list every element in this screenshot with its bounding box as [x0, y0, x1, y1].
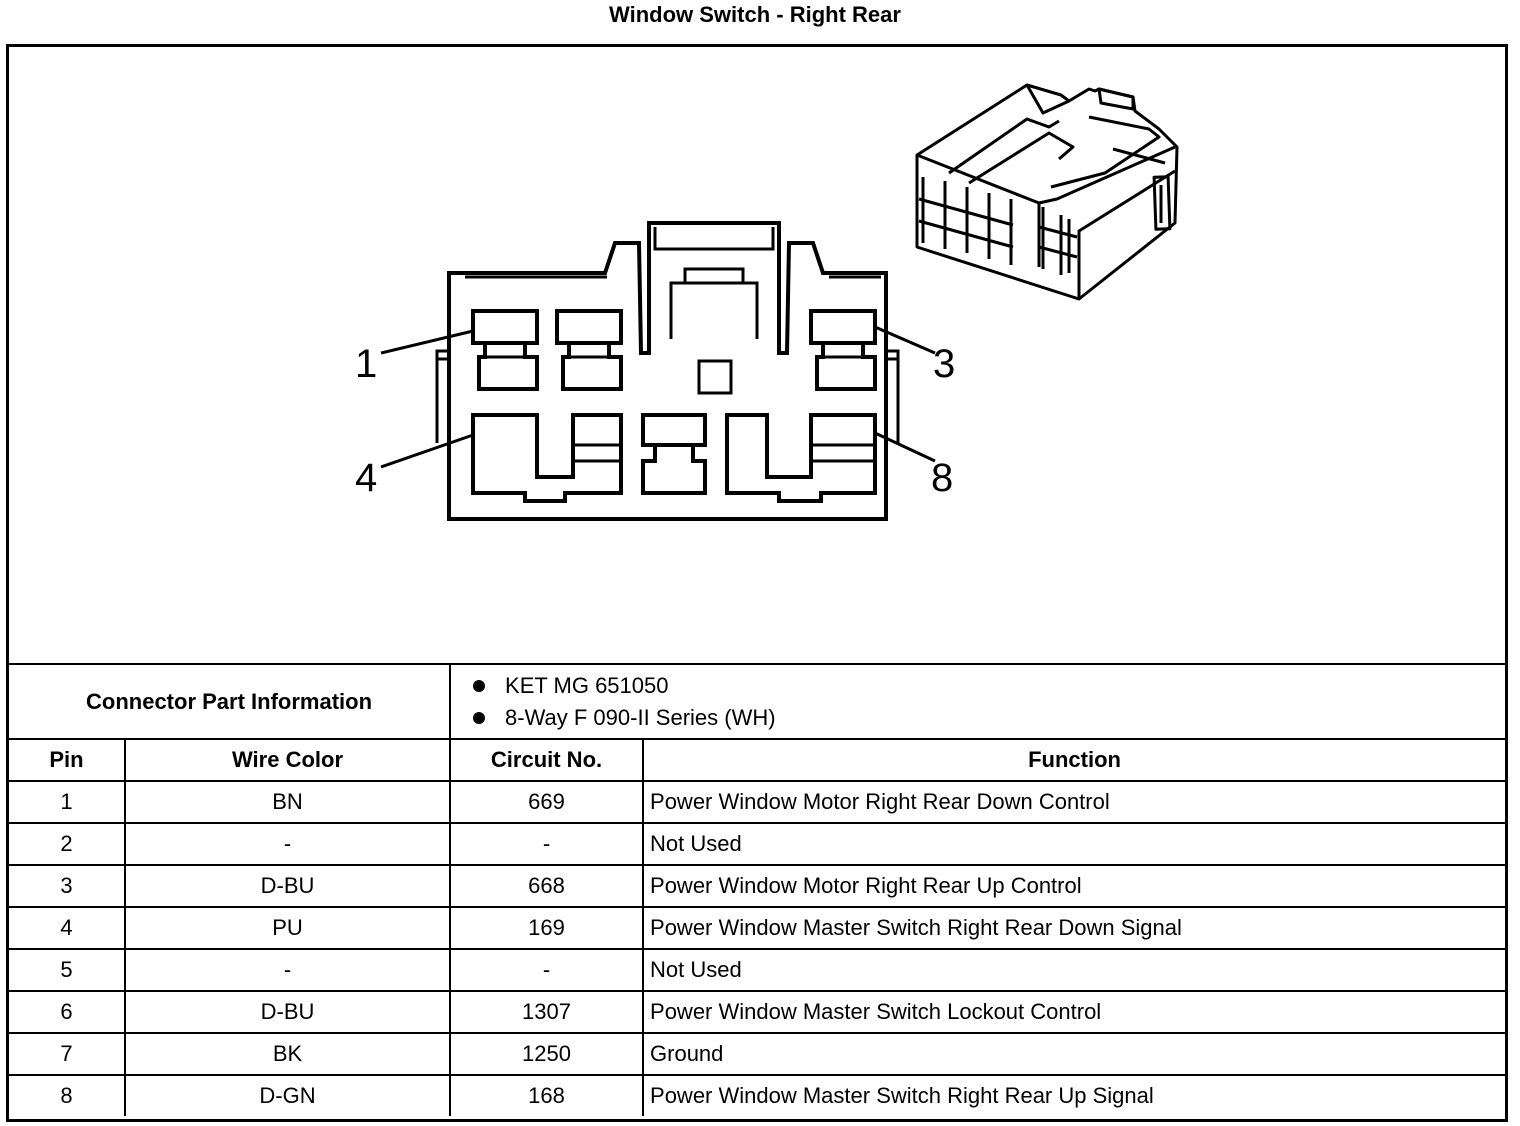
callout-leader-4	[380, 433, 474, 469]
bullet-icon	[473, 679, 486, 692]
connector-housing-outline	[447, 221, 888, 521]
cell-pin: 1	[9, 780, 126, 824]
connector-face-view: 1 3 4 8	[355, 83, 1179, 521]
cell-wire-color: D-BU	[123, 864, 452, 908]
header-function: Function	[642, 738, 1506, 782]
cell-wire-color: -	[123, 822, 452, 866]
cell-pin: 6	[9, 990, 126, 1034]
callout-leader-8	[874, 431, 936, 463]
table-row: 5--Not Used	[9, 948, 1506, 992]
cell-function: Not Used	[642, 822, 1506, 866]
cell-circuit: -	[449, 948, 645, 992]
cell-function: Ground	[642, 1032, 1506, 1076]
terminal-pin-4-5	[471, 413, 623, 503]
terminal-pin-1	[471, 309, 539, 391]
cell-circuit: 669	[449, 780, 645, 824]
cell-circuit: -	[449, 822, 645, 866]
table-row: 2--Not Used	[9, 822, 1506, 866]
connector-isometric-view	[915, 83, 1179, 301]
cell-wire-color: -	[123, 948, 452, 992]
terminal-pin-2	[555, 309, 623, 391]
cell-pin: 5	[9, 948, 126, 992]
cell-wire-color: D-GN	[123, 1074, 452, 1116]
right-latch	[886, 349, 900, 443]
cell-pin: 8	[9, 1074, 126, 1116]
cell-pin: 3	[9, 864, 126, 908]
connector-info-row: Connector Part Information KET MG 651050…	[9, 663, 1506, 740]
cell-pin: 2	[9, 822, 126, 866]
callout-8: 8	[931, 456, 953, 500]
connector-info-list: KET MG 651050 8-Way F 090-II Series (WH)	[449, 663, 1506, 740]
pin-table: Connector Part Information KET MG 651050…	[9, 663, 1506, 1116]
cell-circuit: 1307	[449, 990, 645, 1034]
connector-info-label: Connector Part Information	[9, 663, 452, 740]
cell-function: Power Window Master Switch Lockout Contr…	[642, 990, 1506, 1034]
cell-function: Power Window Master Switch Right Rear Up…	[642, 1074, 1506, 1116]
cell-function: Power Window Master Switch Right Rear Do…	[642, 906, 1506, 950]
cell-wire-color: D-BU	[123, 990, 452, 1034]
cell-pin: 7	[9, 1032, 126, 1076]
cell-function: Power Window Motor Right Rear Up Control	[642, 864, 1506, 908]
connector-info-item: 8-Way F 090-II Series (WH)	[473, 702, 1505, 734]
cell-circuit: 1250	[449, 1032, 645, 1076]
callout-leader-1	[380, 329, 474, 355]
page-title: Window Switch - Right Rear	[609, 2, 901, 27]
left-latch	[435, 349, 447, 443]
connector-frame: 1 3 4 8	[6, 44, 1508, 1122]
cell-function: Not Used	[642, 948, 1506, 992]
table-header-row: Pin Wire Color Circuit No. Function	[9, 738, 1506, 782]
callout-3: 3	[933, 342, 955, 386]
callout-leader-3	[874, 325, 936, 355]
key-square	[697, 359, 733, 395]
header-pin: Pin	[9, 738, 126, 782]
terminal-pin-7-8	[725, 413, 877, 503]
cell-pin: 4	[9, 906, 126, 950]
cell-function: Power Window Motor Right Rear Down Contr…	[642, 780, 1506, 824]
header-circuit: Circuit No.	[449, 738, 645, 782]
cell-wire-color: BK	[123, 1032, 452, 1076]
connector-info-item: KET MG 651050	[473, 670, 1505, 702]
cell-wire-color: BN	[123, 780, 452, 824]
cell-circuit: 168	[449, 1074, 645, 1116]
header-wire-color: Wire Color	[123, 738, 452, 782]
connector-diagram: 1 3 4 8	[9, 47, 1505, 663]
cell-wire-color: PU	[123, 906, 452, 950]
callout-1: 1	[355, 342, 377, 386]
bullet-icon	[473, 711, 486, 724]
cell-circuit: 668	[449, 864, 645, 908]
cell-circuit: 169	[449, 906, 645, 950]
terminal-pin-3	[809, 309, 877, 391]
terminal-pin-6	[641, 413, 707, 495]
callout-4: 4	[355, 456, 377, 500]
